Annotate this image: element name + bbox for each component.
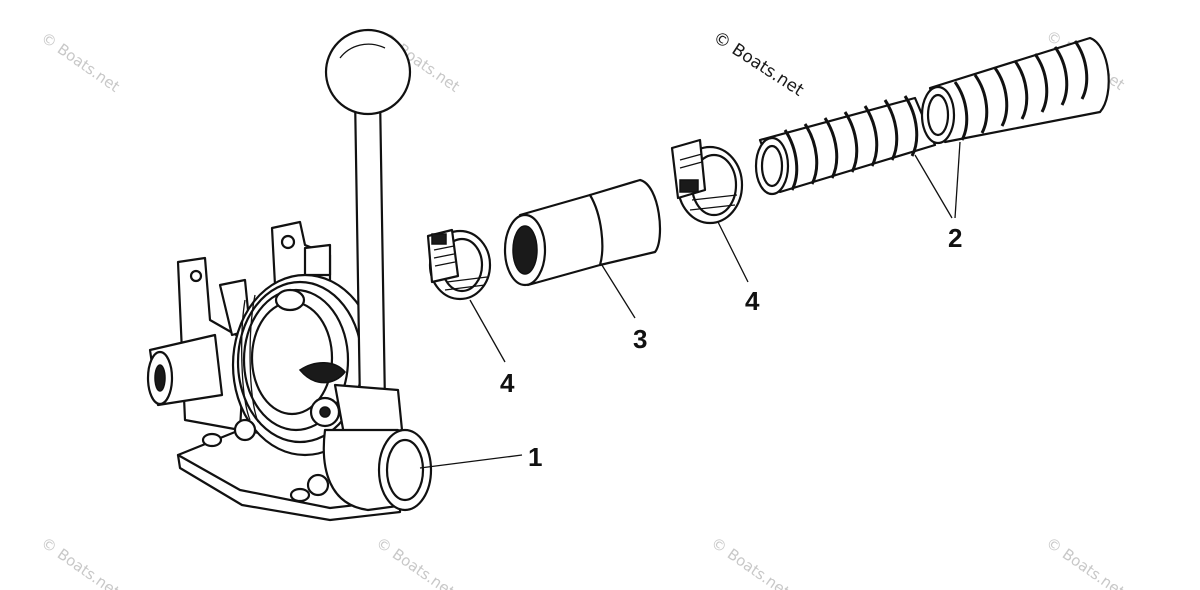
callout-1: 1 xyxy=(528,442,542,472)
leader-line-3 xyxy=(599,261,636,319)
leader-lines xyxy=(419,141,961,469)
callout-4-left: 4 xyxy=(500,368,515,398)
watermark-tile: © Boats.net xyxy=(1043,534,1128,590)
leader-line-4-left xyxy=(469,299,506,363)
callout-2: 2 xyxy=(948,223,962,253)
hose-clamp-right xyxy=(670,138,744,225)
watermark-main: © Boats.net xyxy=(709,27,807,100)
hand-pump xyxy=(146,28,433,522)
watermark-tile: © Boats.net xyxy=(708,534,793,590)
leader-line-2b xyxy=(954,141,961,219)
callout-3: 3 xyxy=(633,324,647,354)
leader-line-4-right xyxy=(717,221,749,283)
watermark-tile: © Boats.net xyxy=(38,534,123,590)
leader-line-2a xyxy=(914,154,953,219)
hose-clamp-left xyxy=(426,228,492,301)
corrugated-hose xyxy=(754,36,1110,196)
watermark-tile: © Boats.net xyxy=(38,29,123,96)
hose-adapter xyxy=(503,178,662,287)
callout-4-right: 4 xyxy=(745,286,760,316)
watermark-tile: © Boats.net xyxy=(373,534,458,590)
leader-line-1 xyxy=(419,454,523,469)
